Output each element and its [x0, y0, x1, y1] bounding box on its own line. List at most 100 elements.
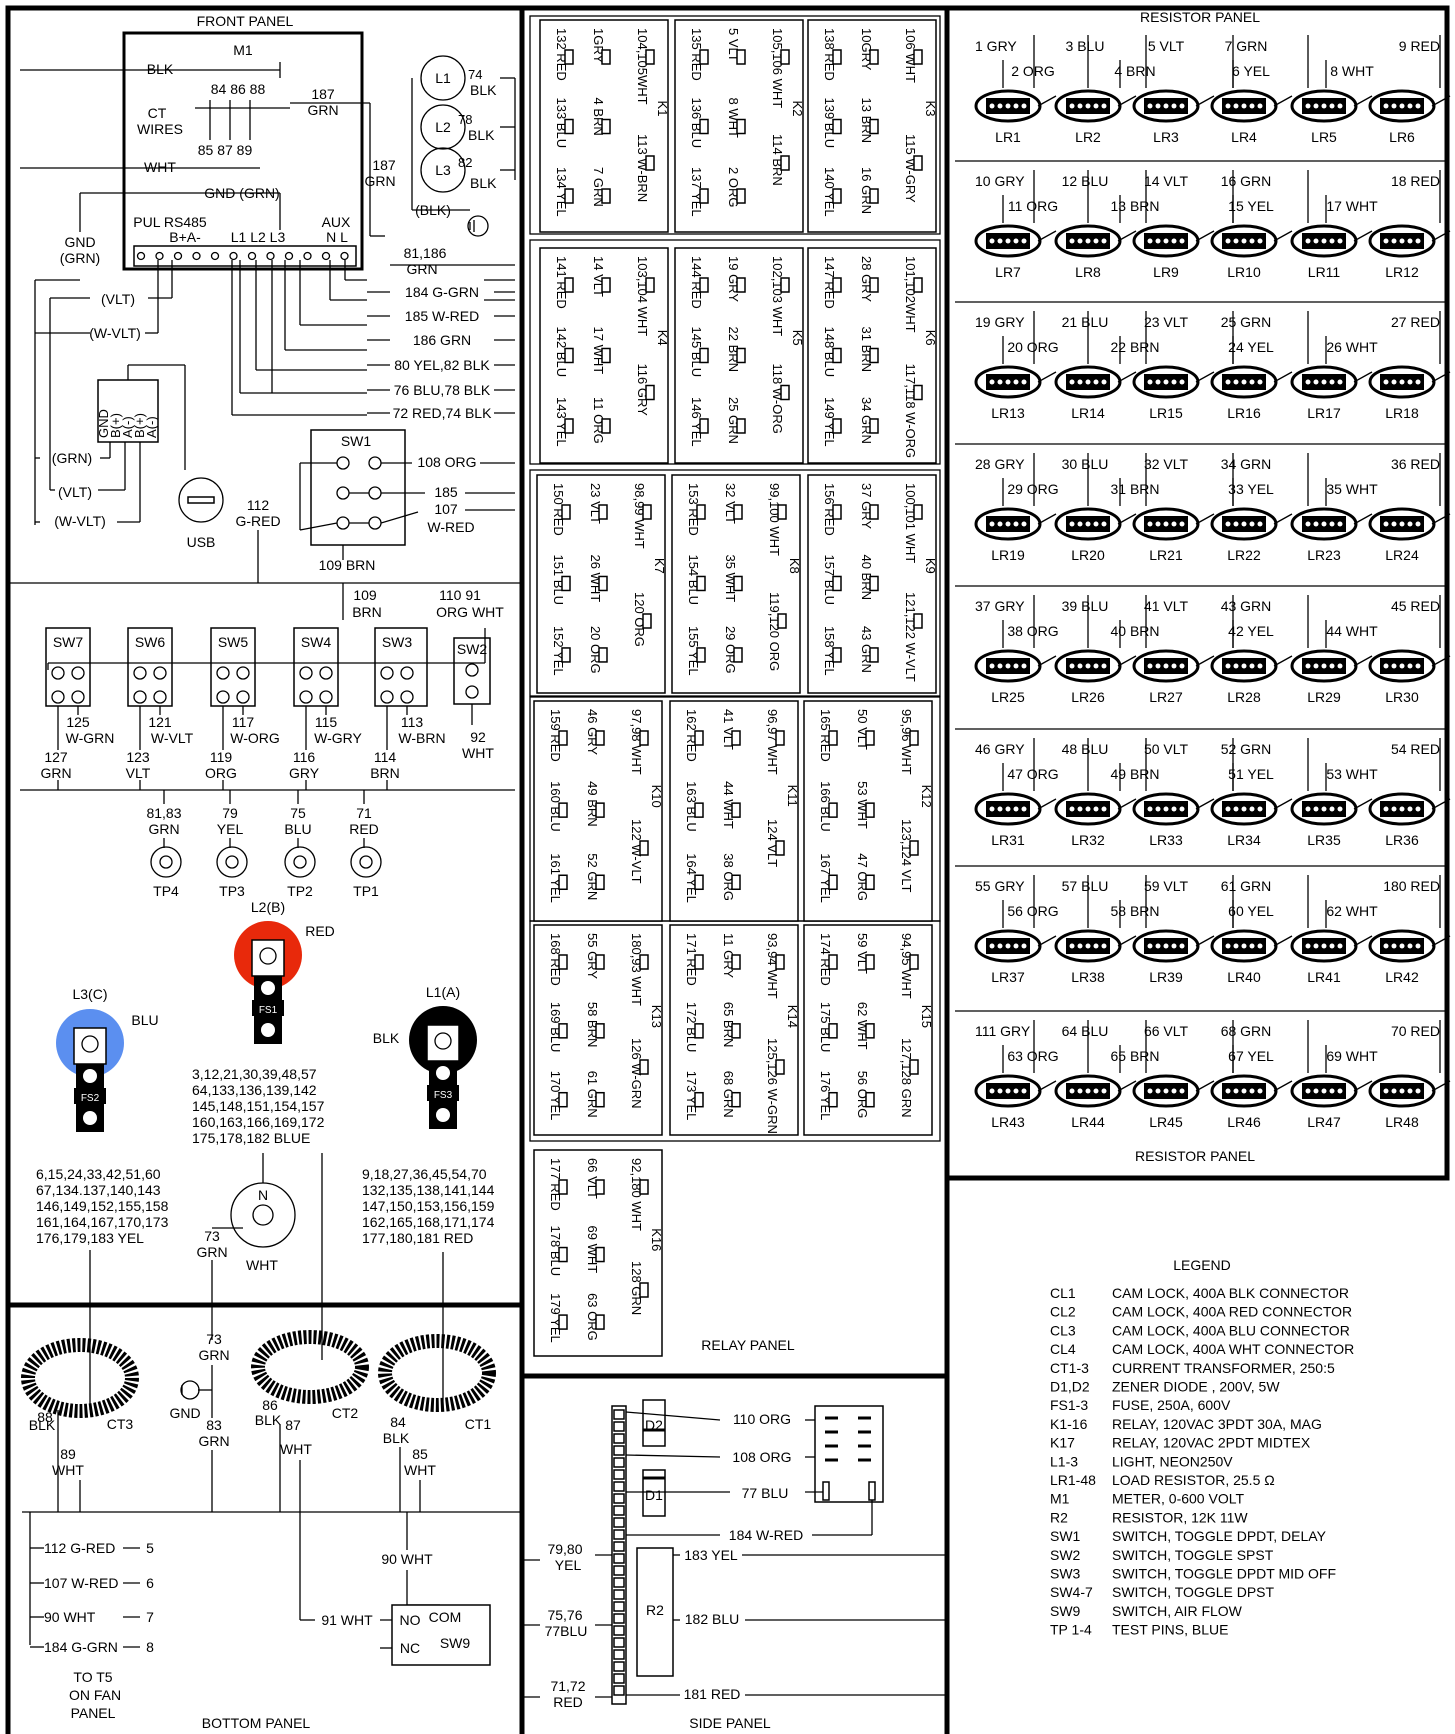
relay-wire: 175 BLU: [818, 1002, 833, 1053]
lr-label: LR6: [1389, 129, 1415, 145]
yel-wire-list: 146,149,152,155,158: [36, 1198, 169, 1214]
n-73-grn: GRN: [196, 1244, 227, 1260]
ct3-label: CT3: [107, 1416, 134, 1432]
relay-name: K13: [649, 1005, 664, 1028]
yel-wire-list: 6,15,24,33,42,51,60: [36, 1166, 161, 1182]
b-91-wht: 91 WHT: [321, 1612, 373, 1628]
relay-wire: 148 BLU: [822, 326, 837, 377]
ct1-label: CT1: [465, 1416, 492, 1432]
relay-wire: 167 YEL: [818, 853, 833, 903]
relay-wire: 137 YEL: [689, 167, 704, 217]
side-panel-title: SIDE PANEL: [689, 1715, 771, 1731]
load-resistor: [974, 89, 1042, 123]
wire-185: 185: [434, 484, 458, 500]
l1a-color: BLK: [373, 1030, 400, 1046]
wire-109-brn: 109 BRN: [319, 557, 376, 573]
legend-desc: SWITCH, TOGGLE DPDT MID OFF: [1112, 1566, 1336, 1582]
load-resistor: [1290, 507, 1358, 541]
ct1-85: 85: [412, 1446, 428, 1462]
side-71: 71,72: [550, 1678, 585, 1694]
wvlt-label: (W-VLT): [89, 325, 141, 341]
relay-wire: 156 RED: [822, 483, 837, 536]
wire-110-91: 110 91: [439, 587, 481, 603]
load-resistor: [974, 929, 1042, 963]
wire-109b-brn: BRN: [352, 604, 382, 620]
relay-wire: 179 YEL: [548, 1293, 563, 1343]
vlt-paren: (VLT): [58, 484, 92, 500]
lr-label: LR19: [991, 547, 1025, 563]
fs2-label: FS2: [81, 1093, 100, 1104]
resistor-wire: 53 WHT: [1326, 766, 1378, 782]
b-90-wht: 90 WHT: [381, 1551, 433, 1567]
legend-desc: SWITCH, TOGGLE DPDT, DELAY: [1112, 1528, 1327, 1544]
relay-name: K12: [919, 785, 934, 808]
resistor-wire: 9 RED: [1399, 38, 1440, 54]
legend-code: CL2: [1050, 1304, 1076, 1320]
tp-label: TP2: [287, 883, 313, 899]
load-resistor: [1210, 929, 1278, 963]
legend-desc: TEST PINS, BLUE: [1112, 1622, 1228, 1638]
switch-wire: 92: [470, 729, 486, 745]
relay-wire: 153 RED: [686, 483, 701, 536]
resistor-wire: 11 ORG: [1008, 198, 1058, 214]
legend-desc: SWITCH, AIR FLOW: [1112, 1603, 1243, 1619]
resistor-wire: 51 YEL: [1228, 766, 1274, 782]
sw9-nc: NC: [400, 1640, 420, 1656]
resistor-wire: 8 WHT: [1330, 63, 1374, 79]
load-resistor: [1132, 649, 1200, 683]
side-71-red: RED: [553, 1694, 583, 1710]
load-resistor: [974, 365, 1042, 399]
relay-wire: 176 YEL: [818, 1071, 833, 1121]
relay-wire: 97,98 WHT: [629, 709, 644, 775]
relay-wire: 151 BLU: [551, 554, 566, 605]
resistor-wire: 63 ORG: [1007, 1048, 1058, 1064]
resistor-wire: 7 GRN: [1225, 38, 1268, 54]
resistor-wire: 46 GRY: [975, 741, 1025, 757]
legend-desc: RELAY, 120VAC 2PDT MIDTEX: [1112, 1435, 1311, 1451]
resistor-wire: 28 GRY: [975, 456, 1025, 472]
legend-code: SW1: [1050, 1528, 1081, 1544]
lr-label: LR13: [991, 405, 1025, 421]
ct2-87: 87: [285, 1417, 301, 1433]
resistor-wire: 67 YEL: [1228, 1048, 1274, 1064]
relay-wire: 150 RED: [551, 483, 566, 536]
load-resistor: [974, 792, 1042, 826]
load-resistor: [1132, 89, 1200, 123]
diode-d2: [642, 1399, 666, 1447]
relay-name: K2: [790, 101, 805, 117]
resistor-wire: 68 GRN: [1221, 1023, 1272, 1039]
relay-name: K16: [649, 1228, 664, 1251]
resistor-wire: 57 BLU: [1062, 878, 1109, 894]
legend-desc: ZENER DIODE , 200V, 5W: [1112, 1379, 1280, 1395]
load-resistor: [1210, 365, 1278, 399]
legend-desc: LOAD RESISTOR, 25.5 Ω: [1112, 1472, 1275, 1488]
lr-label: LR14: [1071, 405, 1105, 421]
meter-terminal: [136, 251, 146, 261]
lr-label: LR22: [1227, 547, 1261, 563]
sw1-label: SW1: [341, 433, 372, 449]
meter-terminal: [173, 251, 183, 261]
legend-desc: FUSE, 250A, 600V: [1112, 1397, 1231, 1413]
blue-wire-list: 64,133,136,139,142: [192, 1082, 317, 1098]
tp-wire: 71: [356, 805, 372, 821]
sw9-com: COM: [429, 1609, 462, 1625]
rs485-pin: B(+): [108, 413, 123, 438]
relay-wire: 146 YEL: [689, 397, 704, 447]
relay-name: K15: [919, 1005, 934, 1028]
side-75: 75,76: [547, 1607, 582, 1623]
side-panel: D2 D1 R2 110 ORG 108 ORG 77 BLU 184 W-RE…: [522, 1399, 947, 1710]
tp-label: TP4: [153, 883, 179, 899]
relay-wire: 162 RED: [684, 709, 699, 762]
legend-desc: SWITCH, TOGGLE SPST: [1112, 1547, 1274, 1563]
d1-label: D1: [645, 1487, 663, 1503]
legend-desc: METER, 0-600 VOLT: [1112, 1491, 1244, 1507]
light-l2-num: 78: [458, 112, 472, 127]
meter-top-nums: 84 86 88: [211, 81, 266, 97]
relay-name: K14: [785, 1005, 800, 1028]
resistor-wire: 13 BRN: [1110, 198, 1159, 214]
load-resistor: [1132, 507, 1200, 541]
switch-wire-color: W-GRN: [66, 730, 115, 746]
b-gnd: GND: [169, 1405, 200, 1421]
legend-desc: CAM LOCK, 400A BLU CONNECTOR: [1112, 1322, 1350, 1338]
